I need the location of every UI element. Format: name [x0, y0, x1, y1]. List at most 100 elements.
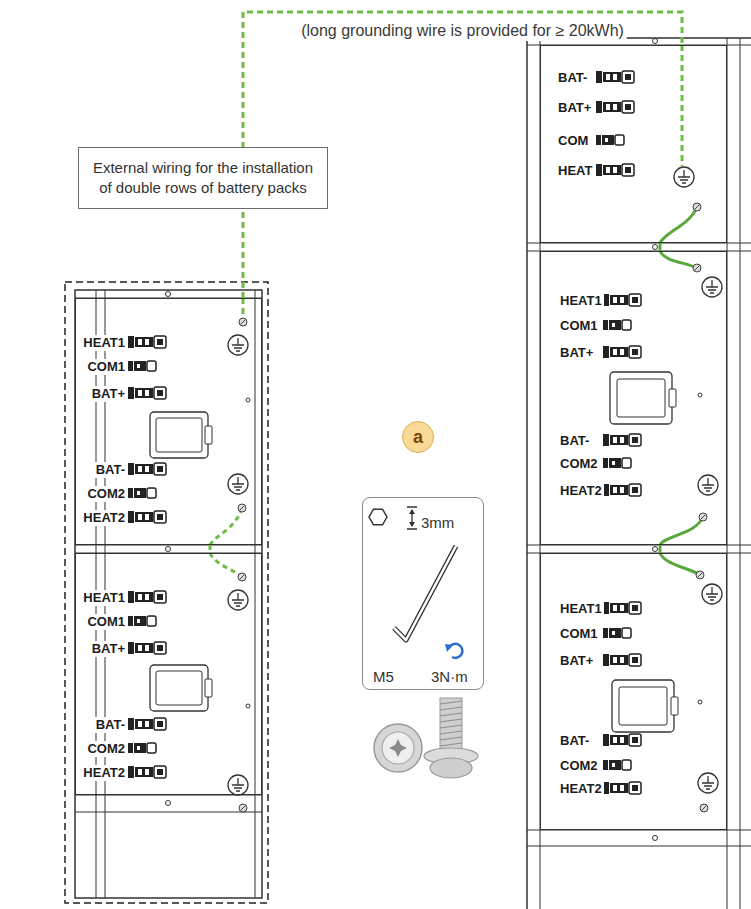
battery-pack: HEAT1COM1BAT+BAT-COM2HEAT2	[75, 298, 262, 545]
ground-symbol	[674, 167, 694, 187]
frame-dot	[166, 292, 171, 297]
connector-plug	[128, 718, 166, 730]
port-label: COM1	[558, 318, 600, 334]
screw-shaft	[440, 698, 462, 750]
handle-outer	[150, 412, 208, 458]
ground-screw	[238, 573, 246, 581]
tool-spec: 3mm	[421, 514, 454, 532]
arrow-head	[409, 509, 415, 514]
port-label: BAT-	[94, 717, 127, 733]
screw-head	[382, 732, 414, 764]
callout-text: External wiring for the installation of …	[87, 158, 319, 198]
tool-spec: M5	[373, 668, 394, 686]
handle-inner	[156, 671, 202, 705]
connector-plug	[596, 164, 634, 176]
ground-symbol	[228, 590, 248, 610]
connector-plug	[128, 463, 166, 475]
screw-recess	[389, 739, 407, 757]
battery-pack: HEAT1COM1BAT+BAT-COM2HEAT2	[540, 553, 727, 830]
ground-symbol	[228, 474, 248, 494]
hex-key	[394, 546, 456, 640]
handle-inner	[617, 379, 665, 417]
port-label: HEAT1	[81, 590, 127, 606]
ground-jumper	[660, 207, 703, 575]
handle-outer	[610, 372, 672, 424]
arrow-head	[409, 522, 415, 527]
connector-plug	[128, 387, 166, 399]
port-label: BAT+	[90, 641, 127, 657]
connector-plug	[128, 488, 156, 498]
connector-plug	[603, 484, 641, 496]
frame-dot	[698, 393, 702, 397]
handle-inner	[156, 418, 202, 452]
tool-spec: 3N·m	[431, 668, 468, 686]
frame-dot	[653, 836, 658, 841]
port-label: HEAT2	[558, 483, 604, 499]
frame-dot	[246, 398, 250, 402]
handle-tab	[205, 679, 212, 697]
ground-jumper	[210, 508, 242, 577]
ground-screw	[696, 571, 704, 579]
port-label: COM2	[85, 486, 127, 502]
handle-inner	[619, 687, 667, 725]
dimension-arrow	[407, 507, 417, 529]
hex-icon	[369, 509, 387, 525]
connector-plug	[603, 294, 641, 306]
connector-plug	[128, 743, 156, 753]
ground-screw	[693, 264, 701, 272]
port-label: COM1	[85, 614, 127, 630]
connector-plug	[603, 734, 641, 746]
callout-box: External wiring for the installation of …	[78, 147, 328, 209]
connector-plug	[603, 628, 631, 638]
port-label: HEAT1	[558, 601, 604, 617]
ground-screw	[700, 804, 708, 812]
connector-plug	[128, 642, 166, 654]
grounding-wire	[659, 545, 662, 553]
connector-plug	[596, 101, 634, 113]
pack-handle	[610, 372, 676, 424]
connector-plug	[603, 782, 641, 794]
port-label: HEAT2	[81, 765, 127, 781]
ground-screw	[238, 504, 246, 512]
torque-arrow-head	[445, 644, 453, 652]
wire-note: (long grounding wire is provided for ≥ 2…	[298, 21, 627, 41]
pack-handle	[150, 412, 212, 458]
cabinet-frame	[527, 38, 751, 909]
ground-symbol	[228, 775, 248, 795]
frame-dot	[653, 39, 658, 44]
port-label: HEAT1	[558, 293, 604, 309]
port-label: HEAT	[556, 163, 594, 179]
screw-head	[430, 758, 472, 778]
ground-symbol	[702, 584, 722, 604]
port-label: BAT+	[558, 345, 595, 361]
screw-washer	[374, 724, 422, 772]
connector-plug	[128, 766, 166, 778]
group-outline	[65, 282, 268, 903]
frame-dot	[698, 700, 702, 704]
battery-pack: HEAT1COM1BAT+BAT-COM2HEAT2	[540, 251, 727, 545]
connector-plug	[603, 654, 641, 666]
callout-number: a	[413, 427, 423, 447]
ground-screw	[239, 804, 247, 812]
port-label: COM1	[558, 626, 600, 642]
frame-lines	[527, 38, 751, 909]
step-badge: a	[402, 421, 434, 453]
ground-symbol	[698, 475, 718, 495]
port-label: BAT+	[556, 100, 593, 116]
frame-dot	[166, 801, 171, 806]
port-label: HEAT2	[81, 510, 127, 526]
connector-plug	[603, 458, 631, 468]
screw-thread	[440, 701, 462, 746]
connector-plug	[603, 760, 631, 770]
connector-plug	[128, 591, 166, 603]
ground-wire	[681, 45, 684, 166]
port-label: BAT+	[558, 653, 595, 669]
connector-plug	[603, 320, 631, 330]
frame-dot	[166, 547, 171, 552]
pack-handle	[612, 680, 678, 732]
ground-screw	[239, 318, 247, 326]
port-label: COM	[556, 133, 590, 149]
battery-pack: HEAT1COM1BAT+BAT-COM2HEAT2	[75, 553, 262, 795]
ground-screw	[699, 513, 707, 521]
